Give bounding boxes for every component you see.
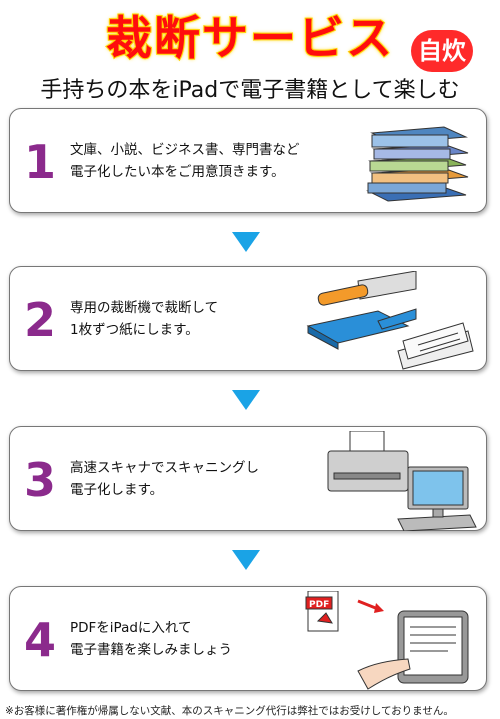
step-description: 専用の裁断機で裁断して 1枚ずつ紙にします。 [70,297,218,341]
step-number: 1 [24,135,57,189]
step-description: PDFをiPadに入れて 電子書籍を楽しみましょう [70,617,232,661]
step-line: 専用の裁断機で裁断して [70,300,219,316]
stacked-books-illustration [366,126,469,202]
step-line: 電子化したい本をご用意頂きます。 [70,164,285,180]
down-arrow-icon [232,232,260,252]
step-line: PDFをiPadに入れて [70,620,192,636]
step-line: 文庫、小説、ビジネス書、専門書など [70,142,300,158]
step-line: 電子書籍を楽しみましょう [70,642,232,658]
down-arrow-icon [232,390,260,410]
step-line: 電子化します。 [70,482,164,498]
step-line: 1枚ずつ紙にします。 [70,322,199,338]
scanner-computer-illustration [327,431,477,531]
step-card-3: 3 高速スキャナでスキャニングし 電子化します。 [9,426,487,531]
down-arrow-icon [232,550,260,570]
page-subtitle: 手持ちの本をiPadで電子書籍として楽しむ [40,78,460,103]
footnote: ※お客様に著作権が帰属しない文献、本のスキャニング代行は弊社ではお受けしておりま… [5,705,454,717]
pdf-label: PDF [309,600,329,610]
jisui-badge: 自炊 [411,30,473,72]
step-number: 3 [24,453,57,507]
step-number: 2 [24,293,57,347]
step-card-2: 2 専用の裁断機で裁断して 1枚ずつ紙にします。 [9,266,487,371]
step-card-1: 1 文庫、小説、ビジネス書、専門書など 電子化したい本をご用意頂きます。 [9,108,487,213]
step-description: 文庫、小説、ビジネス書、専門書など 電子化したい本をご用意頂きます。 [70,139,300,183]
step-card-4: 4 PDFをiPadに入れて 電子書籍を楽しみましょう PDF [9,586,487,691]
step-description: 高速スキャナでスキャニングし 電子化します。 [70,457,259,501]
pdf-to-ipad-illustration: PDF [305,591,469,690]
step-line: 高速スキャナでスキャニングし [70,460,259,476]
paper-cutter-illustration [306,271,474,370]
step-number: 4 [24,613,57,667]
page-title: 裁断サービス [105,10,394,66]
